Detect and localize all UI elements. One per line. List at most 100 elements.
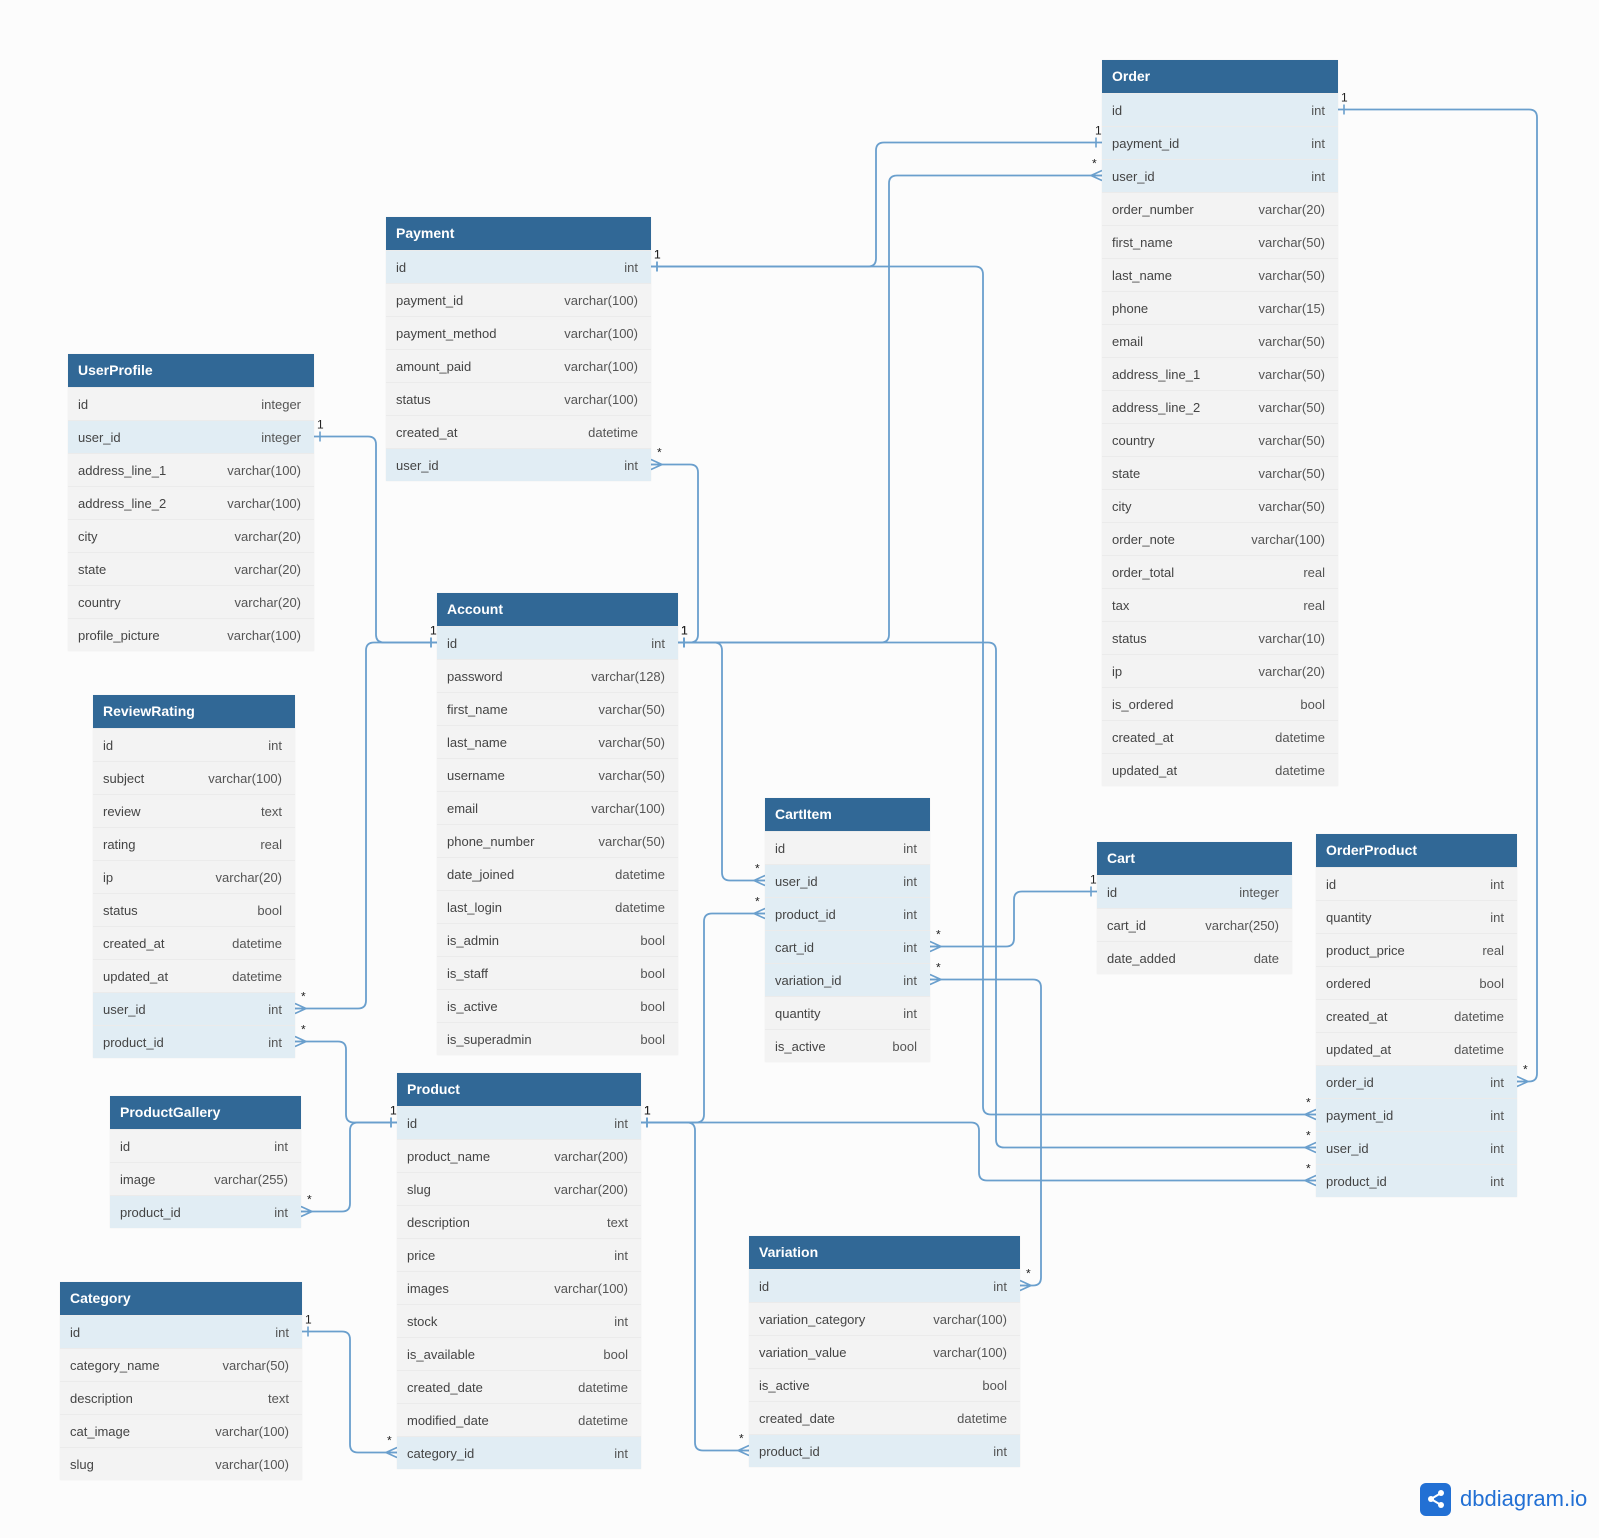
brand-logo[interactable]: dbdiagram.io — [1420, 1481, 1587, 1517]
relation-line[interactable] — [641, 1121, 1316, 1182]
relation-line[interactable] — [651, 141, 1102, 268]
relation-line[interactable] — [302, 1330, 397, 1454]
table-header[interactable]: CartItem — [765, 798, 930, 831]
relation-payment-id-to-order-payment_id[interactable]: 11 — [651, 124, 1102, 272]
relation-category-id-to-product-category_id[interactable]: 1* — [302, 1313, 398, 1459]
relation-product-id-to-variation-product_id[interactable]: 1* — [641, 1104, 750, 1457]
relation-product-id-to-productgallery-product_id[interactable]: 1* — [300, 1104, 397, 1218]
table-header[interactable]: Variation — [749, 1236, 1020, 1269]
relation-account-id-to-cartitem-user_id[interactable]: 1* — [678, 624, 766, 887]
table-header[interactable]: Category — [60, 1282, 302, 1315]
relation-line[interactable] — [295, 1040, 397, 1124]
table-header[interactable]: Payment — [386, 217, 651, 250]
relation-account-id-to-reviewrating-user_id[interactable]: 1* — [294, 624, 437, 1015]
relation-line[interactable] — [641, 1121, 749, 1452]
relation-product-id-to-orderproduct-product_id[interactable]: 1* — [641, 1104, 1317, 1187]
table-header[interactable]: ReviewRating — [93, 695, 295, 728]
table-header[interactable]: ProductGallery — [110, 1096, 301, 1129]
table-header[interactable]: UserProfile — [68, 354, 314, 387]
table-header[interactable]: Cart — [1097, 842, 1292, 875]
relation-account-id-to-order-user_id[interactable]: 1* — [678, 157, 1103, 648]
table-header[interactable]: Account — [437, 593, 678, 626]
